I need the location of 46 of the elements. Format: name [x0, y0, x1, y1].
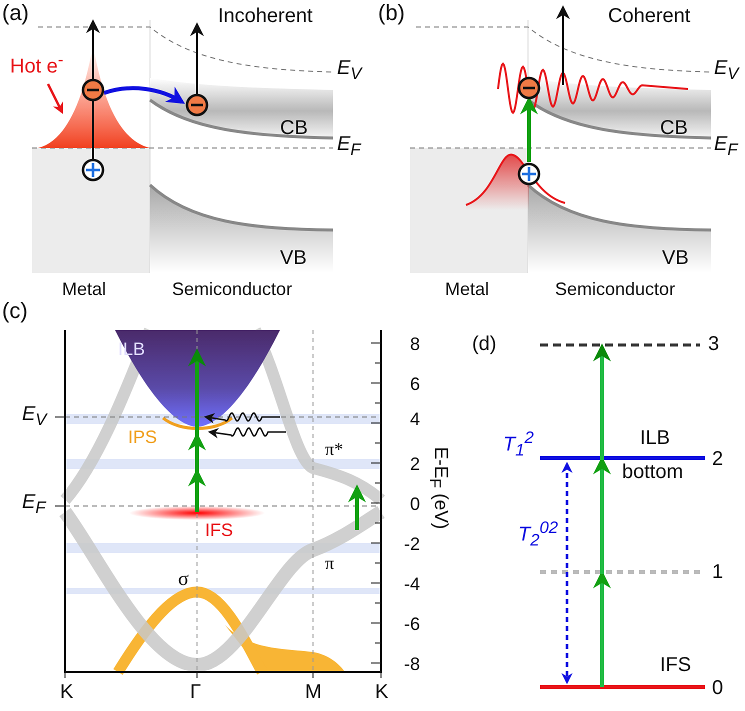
energy-level-label: E$_{F}$: [337, 134, 361, 159]
axis-tick-label: 8: [410, 335, 420, 353]
panel-label: (b): [378, 2, 405, 24]
level-number: 3: [708, 334, 720, 354]
axis-tick-label: -8: [404, 655, 420, 673]
region-label: Semiconductor: [555, 280, 676, 298]
energy-level-label: E$_{V}$: [714, 58, 738, 83]
axis-tick-label: 2: [410, 455, 420, 473]
axis-tick-label: 6: [410, 375, 420, 393]
energy-level-label: E$_{V}$: [22, 404, 46, 429]
band-label: π*: [325, 440, 344, 458]
panel-label: (d): [472, 334, 496, 354]
level-number: 1: [712, 562, 724, 582]
level-label: IFS: [660, 655, 692, 675]
axis-tick-label: 4: [410, 410, 420, 428]
axis-tick-label: -6: [404, 615, 420, 633]
axis-tick-label: -4: [404, 575, 420, 593]
region-label: Metal: [445, 280, 490, 298]
regime-label: Incoherent: [218, 6, 313, 26]
energy-level-label: E$_{F}$: [714, 134, 738, 159]
band-label: VB: [280, 248, 307, 268]
level-label: ILB: [640, 428, 670, 448]
energy-level-label: E$_{V}$: [337, 58, 362, 83]
regime-label: Coherent: [608, 6, 690, 26]
axis-tick-label: M: [305, 682, 322, 702]
axis-tick-label: 0: [410, 495, 420, 513]
band-label: IPS: [128, 428, 158, 446]
energy-level-label: E$_{F}$: [22, 492, 46, 517]
band-label: CB: [280, 118, 308, 138]
band-label: VB: [662, 248, 689, 268]
band-label: CB: [660, 118, 688, 138]
axis-tick-label: K: [60, 682, 74, 702]
axis-tick-label: Γ: [190, 682, 202, 702]
axis-tick-label: K: [375, 682, 388, 702]
panel-label: (c): [2, 300, 28, 322]
level-number: 0: [712, 678, 724, 698]
axis-tick-label: -2: [404, 535, 420, 553]
hot-electron-label: Hot e$^{-}$: [10, 52, 64, 77]
band-label: IFS: [205, 521, 234, 539]
level-label: bottom: [622, 462, 684, 482]
level-number: 2: [712, 449, 724, 469]
band-label: σ: [178, 569, 189, 589]
band-label: π: [325, 554, 334, 572]
panel-label: (a): [2, 2, 29, 24]
region-label: Metal: [62, 280, 106, 298]
region-label: Semiconductor: [172, 280, 292, 298]
